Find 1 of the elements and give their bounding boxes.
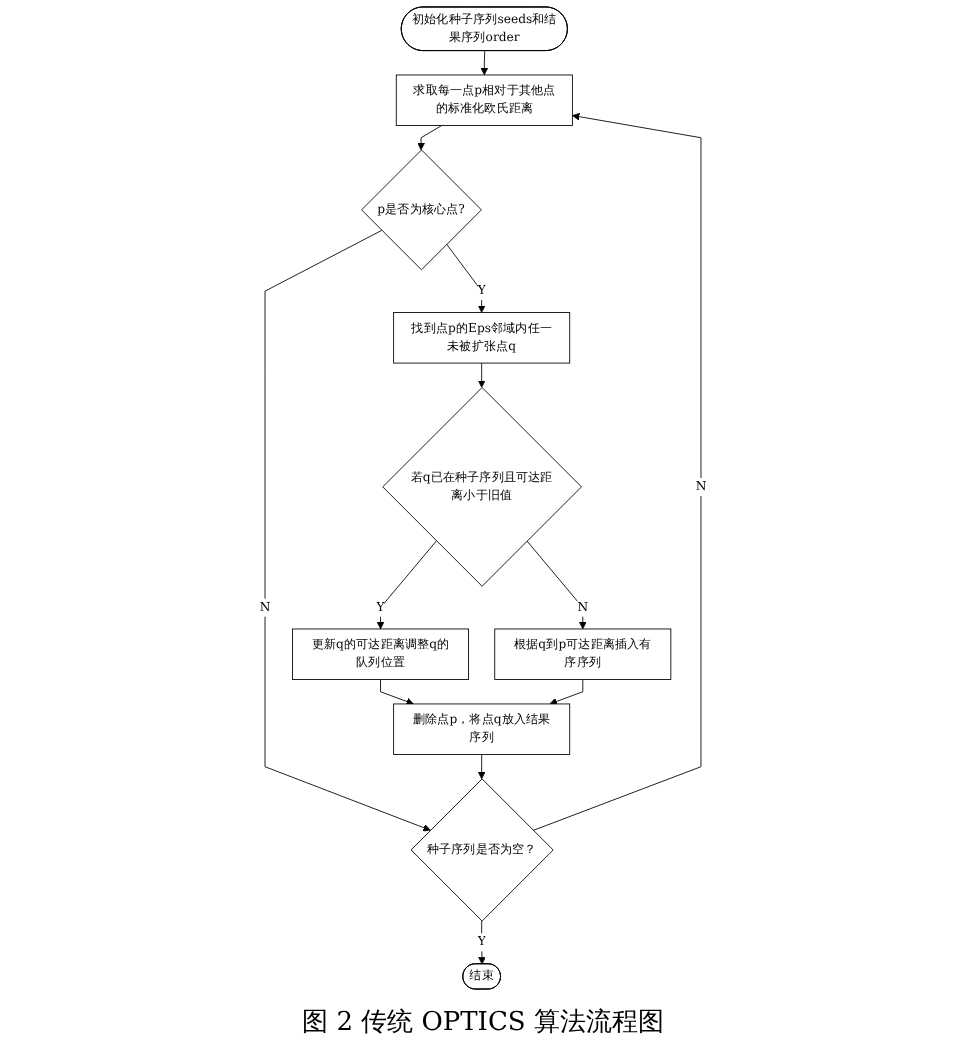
figure-caption: 图 2 传统 OPTICS 算法流程图 bbox=[302, 1006, 664, 1042]
